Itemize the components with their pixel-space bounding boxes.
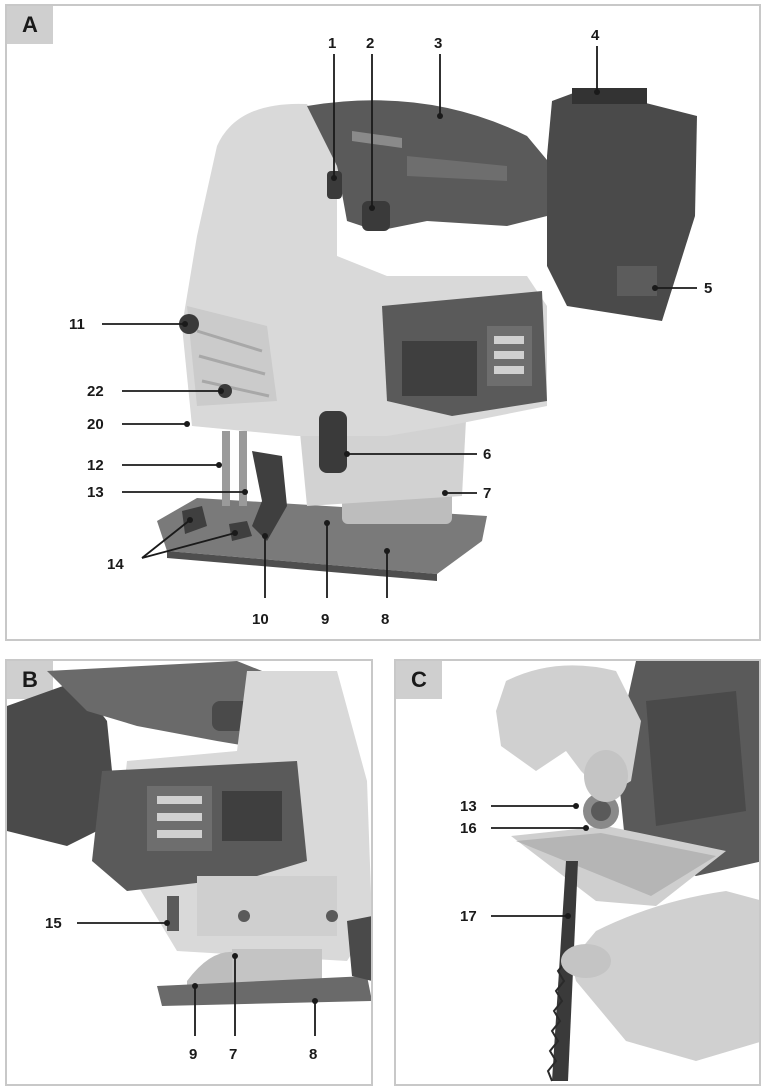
label-14: 14: [107, 556, 124, 573]
label-22: 22: [87, 383, 104, 400]
label-8: 8: [381, 611, 389, 628]
jigsaw-illustration: 15 9 7 8: [7, 661, 371, 1063]
label-5: 5: [704, 280, 712, 297]
label-3: 3: [434, 35, 442, 52]
label-13: 13: [87, 484, 104, 501]
figure-panel-b: B 15: [5, 659, 373, 1086]
label-9: 9: [189, 1046, 197, 1063]
label-15: 15: [45, 915, 62, 932]
label-11: 11: [69, 316, 85, 333]
label-16: 16: [460, 820, 477, 837]
label-10: 10: [252, 611, 269, 628]
label-4: 4: [591, 27, 600, 44]
figure-panel-c: C 13 16 17: [394, 659, 761, 1086]
saw-blade-illustration: [546, 861, 578, 1082]
figure-panel-a: A: [5, 4, 761, 641]
label-13: 13: [460, 798, 477, 815]
label-17: 17: [460, 908, 477, 925]
label-1: 1: [328, 35, 336, 52]
jigsaw-illustration: 1 2 3 4 5 6 7 8 9 10 11 12 13 14 20 22: [69, 27, 712, 628]
label-7: 7: [483, 485, 491, 502]
label-6: 6: [483, 446, 491, 463]
label-8: 8: [309, 1046, 317, 1063]
panel-tag-a: A: [7, 6, 53, 44]
hand-illustration: 13 16 17: [460, 661, 759, 1082]
panel-tag-c: C: [396, 661, 442, 699]
label-2: 2: [366, 35, 374, 52]
label-7: 7: [229, 1046, 237, 1063]
label-12: 12: [87, 457, 104, 474]
label-9: 9: [321, 611, 329, 628]
label-20: 20: [87, 416, 104, 433]
